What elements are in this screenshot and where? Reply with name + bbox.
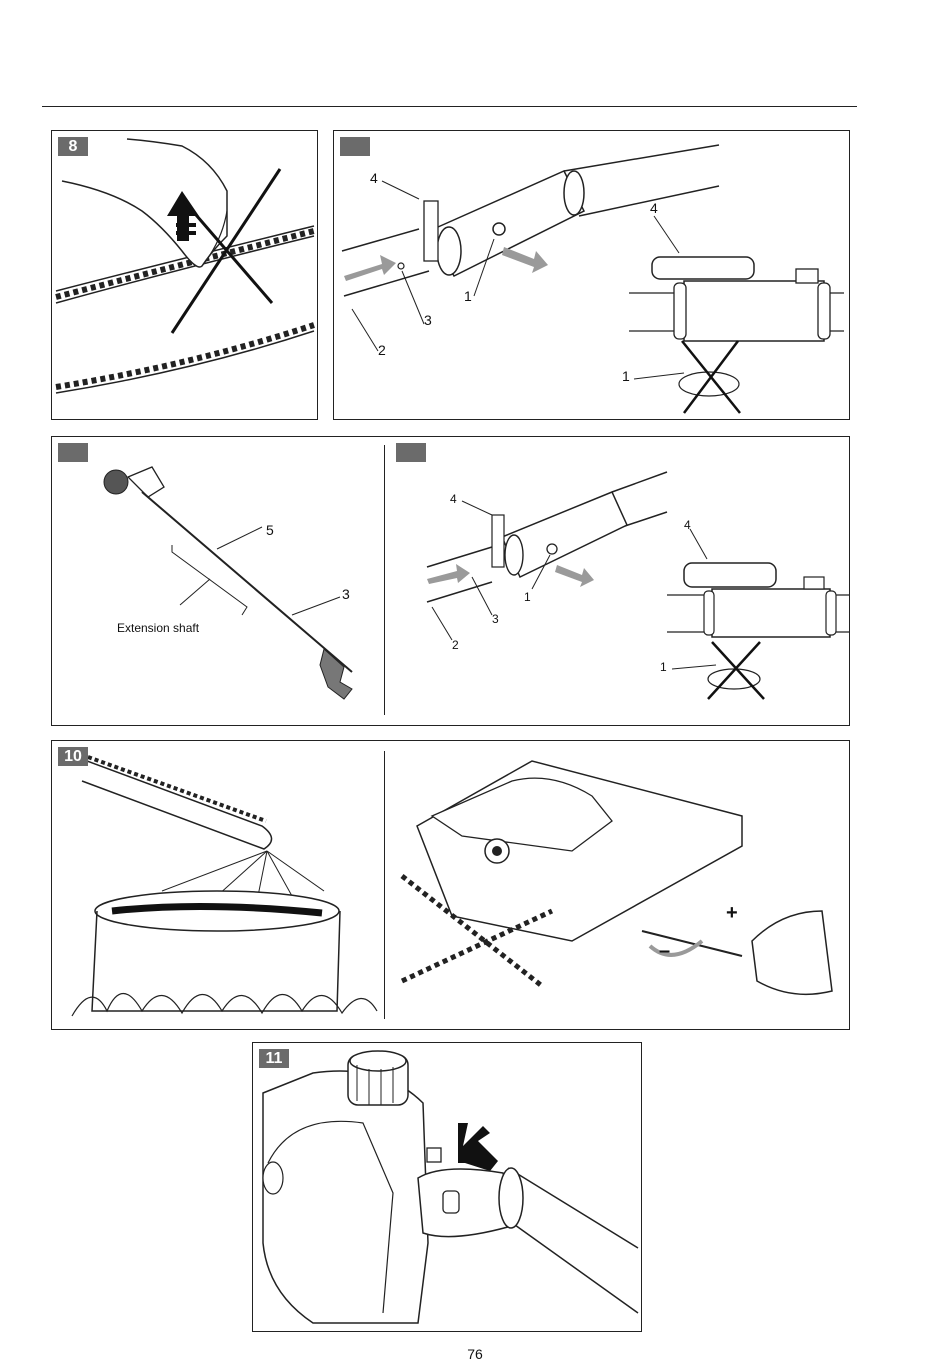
callout-5: 5 xyxy=(266,522,274,538)
figure-number-badge: 10 xyxy=(58,747,88,766)
callout-2: 2 xyxy=(378,342,386,358)
callout-3: 3 xyxy=(492,612,499,626)
figure-number-badge xyxy=(58,443,88,462)
figure-8-panel: 8 xyxy=(51,130,318,420)
figure-number-badge: 11 xyxy=(259,1049,289,1068)
figure-9-top-panel: 4 1 3 2 4 1 xyxy=(333,130,850,420)
figure-8-illustration xyxy=(52,131,319,421)
figure-10-illustration: + – xyxy=(52,741,851,1031)
figure-9-middle-panel: 5 3 Extension shaft 4 1 3 2 4 xyxy=(51,436,850,726)
figure-10-panel: + – 10 xyxy=(51,740,850,1030)
callout-1-detail: 1 xyxy=(622,368,630,384)
figure-number-badge xyxy=(340,137,370,156)
figure-11-panel: 11 xyxy=(252,1042,642,1332)
callout-1: 1 xyxy=(524,590,531,604)
callout-3: 3 xyxy=(424,312,432,328)
callout-4: 4 xyxy=(450,492,457,506)
page-number: 76 xyxy=(0,1346,950,1362)
callout-1: 1 xyxy=(464,288,472,304)
header-rule xyxy=(42,106,857,107)
figure-number-badge-right xyxy=(396,443,426,462)
callout-2: 2 xyxy=(452,638,459,652)
callout-3: 3 xyxy=(342,586,350,602)
figure-number-badge: 8 xyxy=(58,137,88,156)
callout-4-detail: 4 xyxy=(650,200,658,216)
minus-indicator: – xyxy=(659,940,670,962)
figure-11-illustration xyxy=(253,1043,643,1333)
plus-indicator: + xyxy=(726,902,738,924)
figure-9-middle-illustration: 5 3 Extension shaft 4 1 3 2 4 xyxy=(52,437,851,727)
callout-4-detail: 4 xyxy=(684,518,691,532)
callout-1-detail: 1 xyxy=(660,660,667,674)
extension-shaft-label: Extension shaft xyxy=(117,621,200,635)
figure-9-top-illustration: 4 1 3 2 4 1 xyxy=(334,131,851,421)
callout-4: 4 xyxy=(370,170,378,186)
